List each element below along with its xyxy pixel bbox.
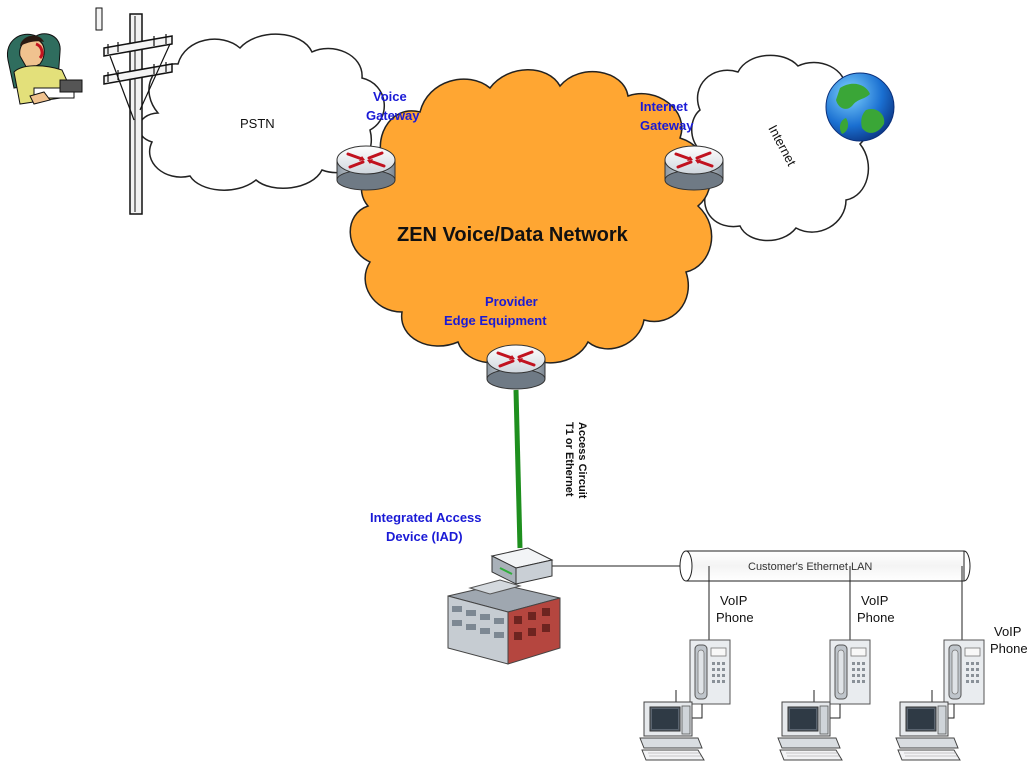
voip-phone-1-label-line1: VoIP: [720, 593, 747, 608]
ethernet-lan-bus: Customer's Ethernet LAN: [679, 550, 971, 582]
ip-phone-icon: [689, 639, 731, 705]
voip-phone-1-label-line2: Phone: [716, 610, 754, 625]
ip-phone-icon: [829, 639, 871, 705]
ip-phone-icon: [943, 639, 985, 705]
internet-gateway-router-icon: [663, 144, 725, 192]
computer-workstation-icon: [895, 701, 961, 761]
voip-phone-3-label-line1: VoIP: [994, 624, 1021, 639]
voip-phone-3-label-line2: Phone: [990, 641, 1028, 656]
telephone-pole-icon: [95, 7, 173, 215]
access-circuit-link: [513, 389, 523, 549]
globe-icon: [825, 72, 895, 142]
iad-label: Integrated Access Device (IAD): [370, 510, 482, 544]
voip-phone-label-2: VoIP Phone: [857, 593, 895, 625]
internet-gateway-label-line1: Internet: [640, 99, 688, 114]
voice-gateway-label-line2: Gateway: [366, 108, 420, 123]
access-circuit-label: T1 or Ethernet Access Circuit: [563, 422, 588, 499]
voip-phone-label-1: VoIP Phone: [716, 593, 754, 625]
core-network-cloud: ZEN Voice/Data Network: [349, 69, 713, 364]
office-building-icon: [447, 579, 561, 665]
voip-phone-label-3: VoIP Phone: [990, 624, 1028, 656]
internet-cloud: Internet: [687, 54, 870, 242]
computer-workstation-icon: [777, 701, 843, 761]
pstn-label: PSTN: [240, 116, 275, 131]
voice-gateway-router-icon: [335, 144, 397, 192]
provider-edge-label-line1: Provider: [485, 294, 538, 309]
phone-drop-lines: [708, 566, 963, 640]
voip-phone-2-label-line1: VoIP: [861, 593, 888, 608]
core-network-label: ZEN Voice/Data Network: [397, 224, 629, 246]
provider-edge-label-line2: Edge Equipment: [444, 313, 547, 328]
voice-gateway-label-line1: Voice: [373, 89, 407, 104]
access-circuit-label-line1: T1 or Ethernet: [563, 422, 575, 497]
computer-workstation-icon: [639, 701, 705, 761]
person-on-phone-icon: [6, 33, 83, 105]
iad-device-icon: [490, 547, 554, 585]
internet-gateway-label: Internet Gateway: [640, 99, 694, 133]
iad-label-line1: Integrated Access: [370, 510, 482, 525]
provider-edge-label: Provider Edge Equipment: [444, 294, 547, 328]
provider-edge-router-icon: [485, 343, 547, 391]
iad-label-line2: Device (IAD): [386, 529, 463, 544]
lan-label: Customer's Ethernet LAN: [748, 561, 872, 573]
access-circuit-label-line2: Access Circuit: [576, 422, 588, 499]
internet-gateway-label-line2: Gateway: [640, 118, 694, 133]
voip-phone-2-label-line2: Phone: [857, 610, 895, 625]
voice-gateway-label: Voice Gateway: [366, 89, 420, 123]
pstn-cloud: PSTN: [138, 33, 385, 191]
